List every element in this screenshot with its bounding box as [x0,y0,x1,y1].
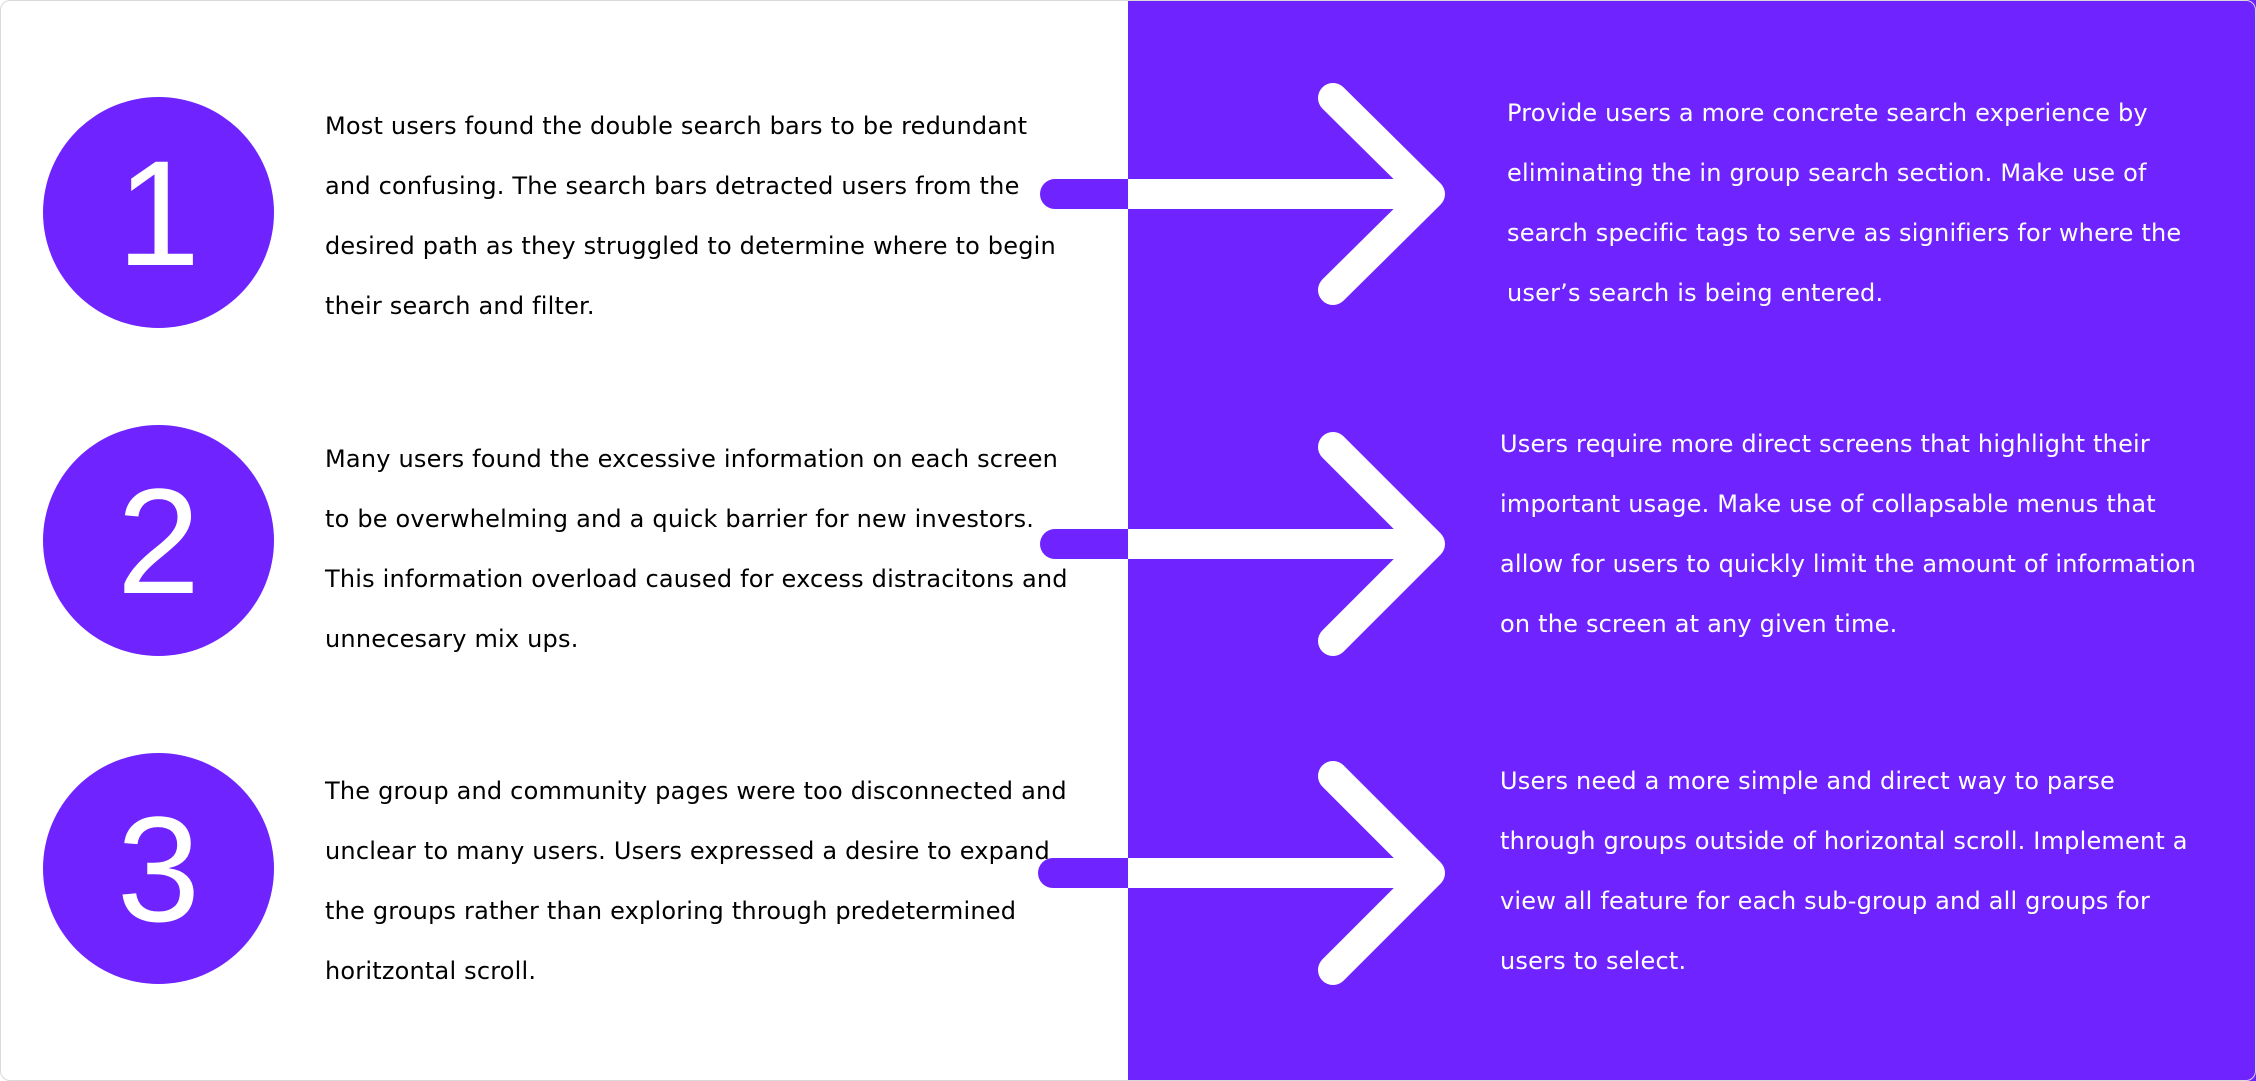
arrow-right-icon [1040,432,1445,656]
problem-text-1: Most users found the double search bars … [325,112,1056,320]
step-number-2: 2 [43,425,274,656]
step-number-1: 1 [43,97,274,328]
problem-text-3: The group and community pages were too d… [325,777,1067,985]
solution-text-1: Provide users a more concrete search exp… [1507,99,2182,307]
problem-text-2: Many users found the excessive informati… [325,445,1068,653]
arrow-right-icon [1038,761,1445,985]
solution-text-3: Users need a more simple and direct way … [1500,767,2188,975]
solution-text-2: Users require more direct screens that h… [1500,430,2197,638]
arrow-right-icon [1040,83,1445,305]
step-number-3: 3 [43,753,274,984]
